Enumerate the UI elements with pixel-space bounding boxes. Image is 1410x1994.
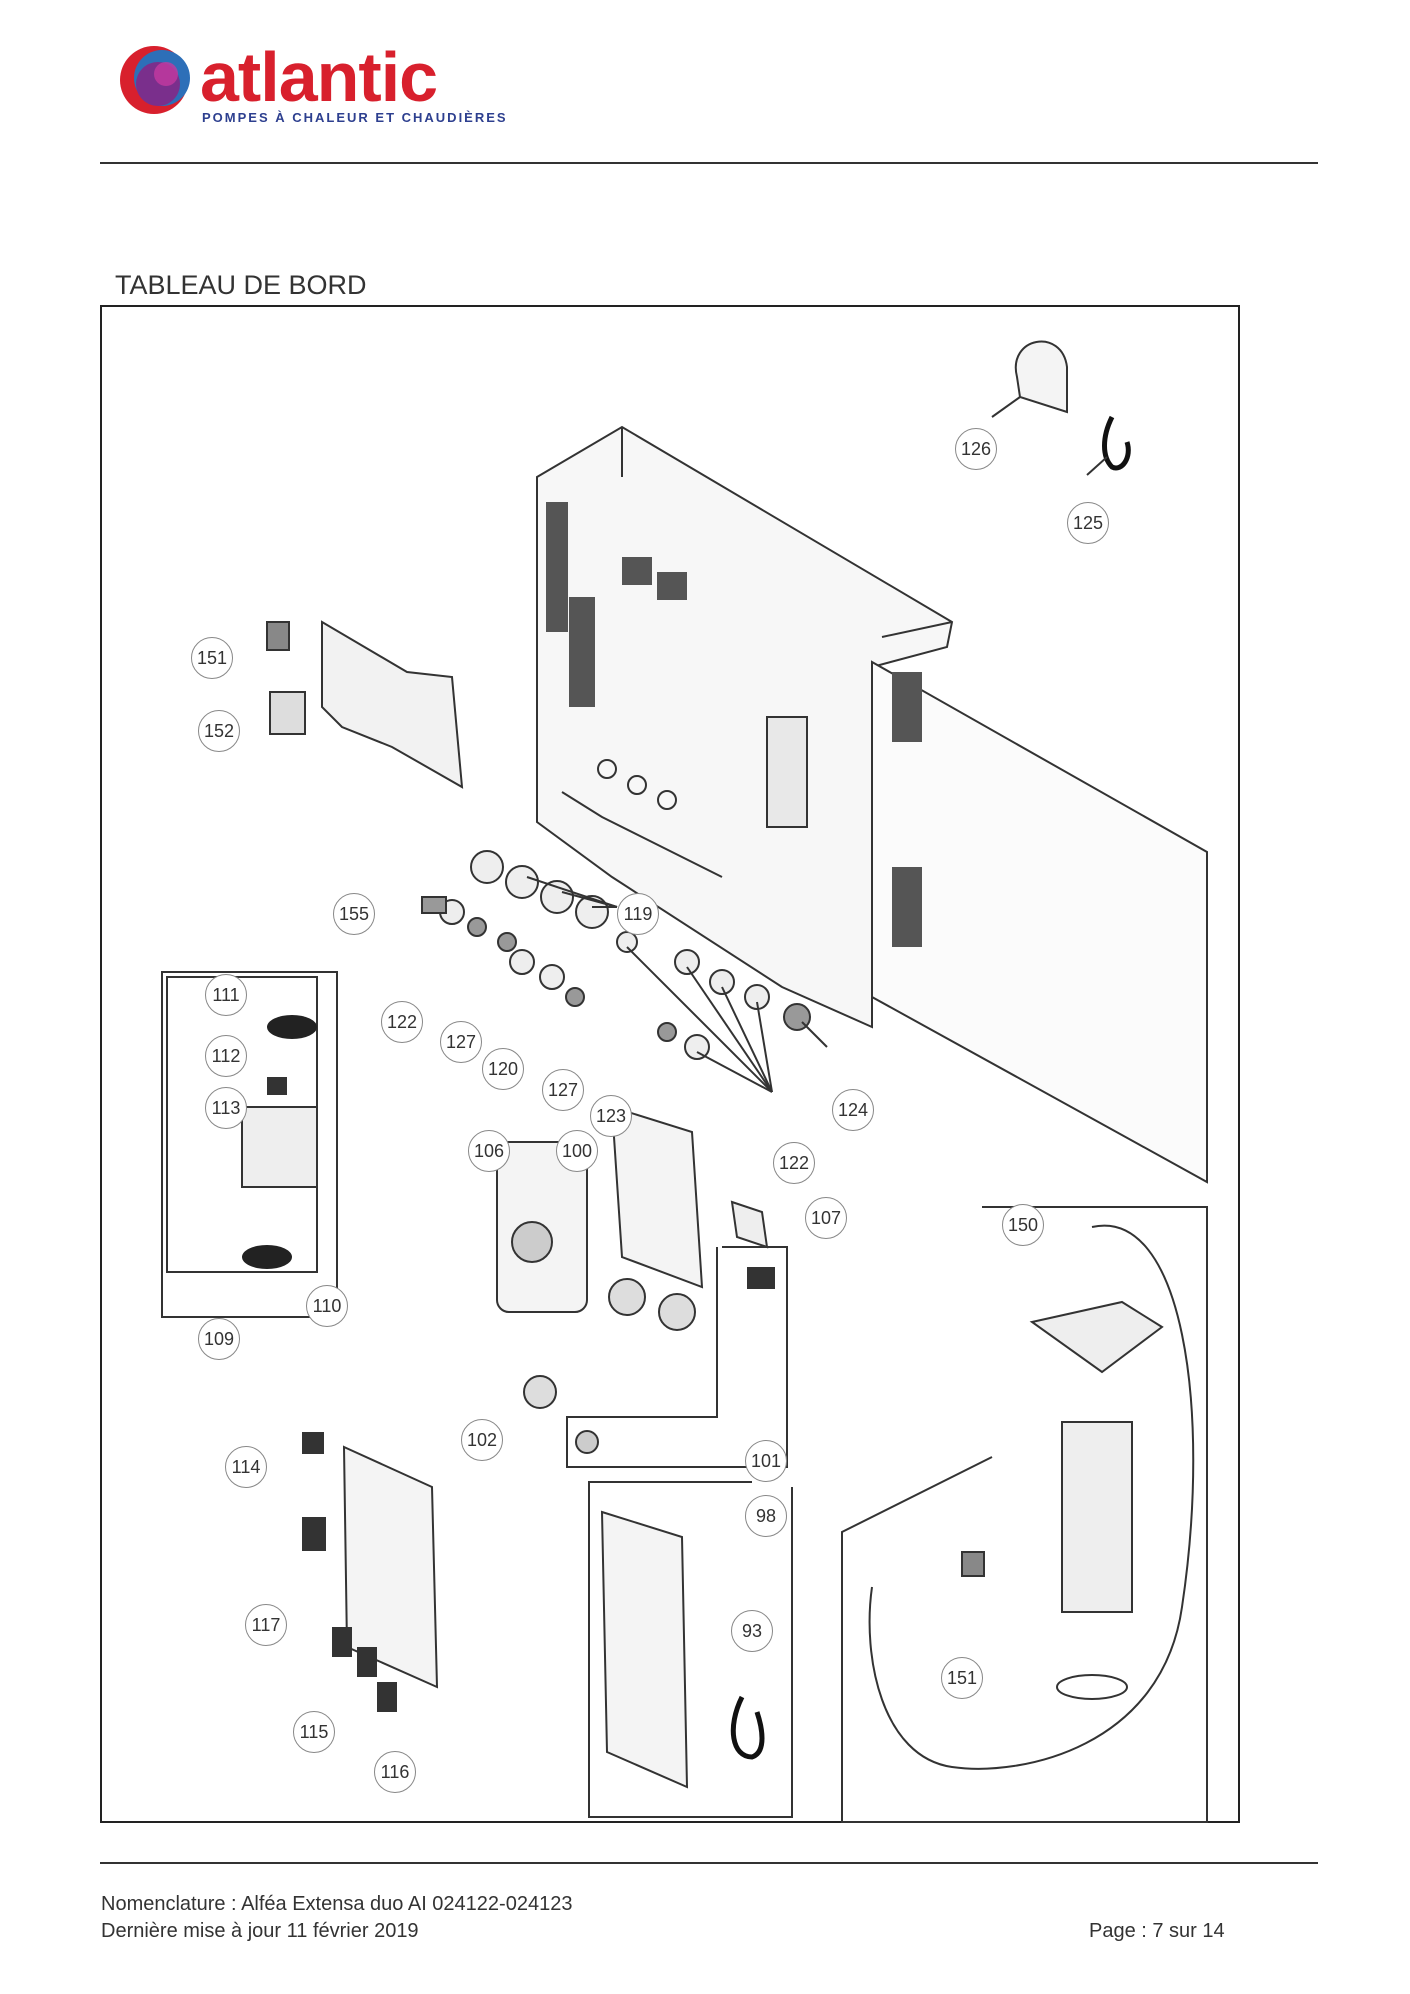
callout-116: 116 xyxy=(374,1751,416,1793)
callout-112: 112 xyxy=(205,1035,247,1077)
callout-114: 114 xyxy=(225,1446,267,1488)
callout-98: 98 xyxy=(745,1495,787,1537)
callout-122: 122 xyxy=(381,1001,423,1043)
footer-last-update: Dernière mise à jour 11 février 2019 xyxy=(101,1920,419,1942)
footer-divider xyxy=(100,1862,1318,1864)
header-divider xyxy=(100,162,1318,164)
parts-drawing xyxy=(161,340,1208,1823)
exploded-parts-diagram xyxy=(100,305,1240,1823)
cabinet-door-drawing xyxy=(871,621,1208,1184)
callout-102: 102 xyxy=(461,1419,503,1461)
callout-111: 111 xyxy=(205,974,247,1016)
callout-127-b: 127 xyxy=(542,1069,584,1111)
brand-tagline: POMPES À CHALEUR ET CHAUDIÈRES xyxy=(202,110,508,125)
callout-150: 150 xyxy=(1002,1204,1044,1246)
callout-93: 93 xyxy=(731,1610,773,1652)
callout-122-b: 122 xyxy=(773,1142,815,1184)
callout-151-b: 151 xyxy=(941,1657,983,1699)
callout-100: 100 xyxy=(556,1130,598,1172)
callout-120: 120 xyxy=(482,1048,524,1090)
callout-124: 124 xyxy=(832,1089,874,1131)
callout-125: 125 xyxy=(1067,502,1109,544)
callout-152: 152 xyxy=(198,710,240,752)
atlantic-logo xyxy=(112,38,492,128)
logo-swirl-icon xyxy=(120,46,190,114)
callout-117: 117 xyxy=(245,1604,287,1646)
brand-name: atlantic xyxy=(200,38,438,116)
footer-nomenclature: Nomenclature : Alféa Extensa duo AI 0241… xyxy=(101,1893,573,1915)
callout-110: 110 xyxy=(306,1285,348,1327)
callout-106: 106 xyxy=(468,1130,510,1172)
callout-107: 107 xyxy=(805,1197,847,1239)
callout-101: 101 xyxy=(745,1440,787,1482)
callout-126: 126 xyxy=(955,428,997,470)
callout-115: 115 xyxy=(293,1711,335,1753)
callout-155: 155 xyxy=(333,893,375,935)
callout-109: 109 xyxy=(198,1318,240,1360)
section-title: TABLEAU DE BORD xyxy=(115,270,367,300)
cabinet-drawing xyxy=(536,425,954,1029)
callout-123: 123 xyxy=(590,1095,632,1137)
footer-page-number: Page : 7 sur 14 xyxy=(1089,1920,1225,1942)
callout-127: 127 xyxy=(440,1021,482,1063)
callout-151: 151 xyxy=(191,637,233,679)
callout-113: 113 xyxy=(205,1087,247,1129)
callout-119: 119 xyxy=(617,893,659,935)
cable-glands-drawing xyxy=(421,850,828,1093)
